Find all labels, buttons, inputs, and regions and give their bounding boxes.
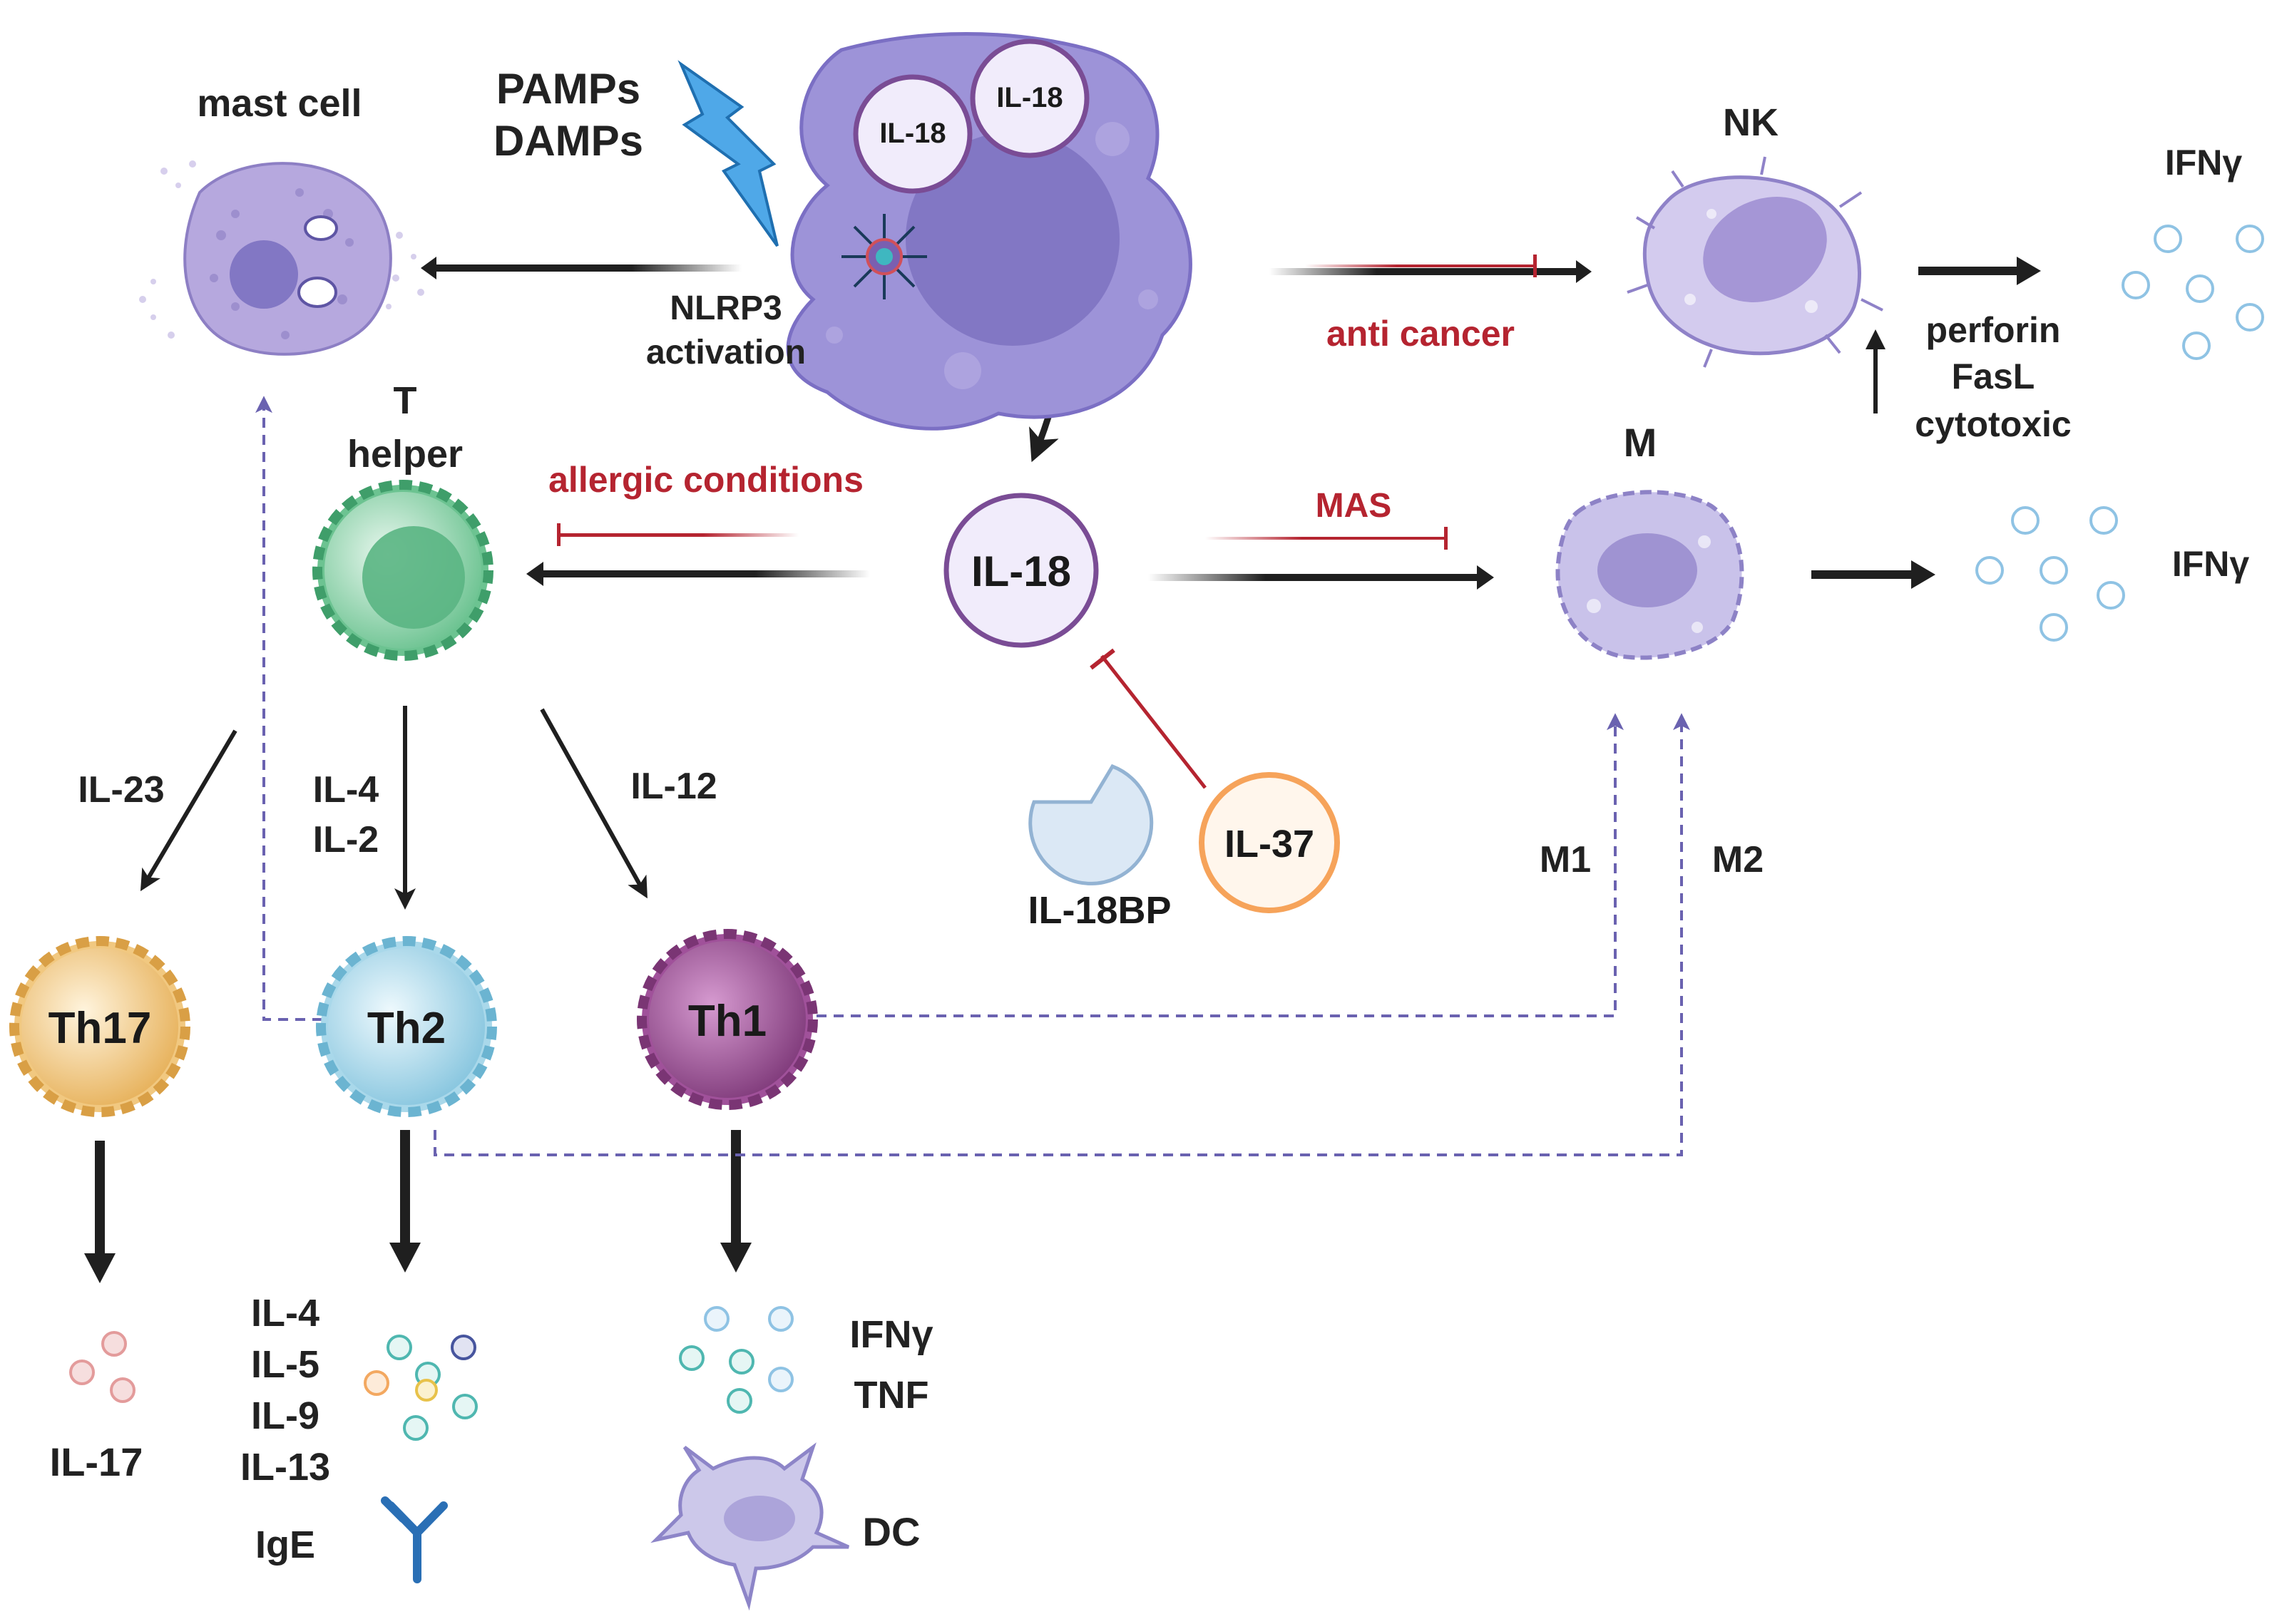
inhibit-il37-to-il18 — [1090, 648, 1207, 789]
ifng-m-label: IFNγ — [2172, 544, 2250, 584]
mast-cell — [139, 160, 424, 356]
dashed-th2-to-m2 — [434, 713, 1690, 1156]
t-helper-cell — [312, 480, 493, 661]
th17-label: Th17 — [48, 1004, 152, 1053]
arrow-th1-down — [720, 1130, 752, 1273]
arrow-th17-down — [84, 1141, 116, 1283]
il4-label: IL-4 — [313, 769, 379, 811]
th2-out-il4-label: IL-4 — [251, 1292, 319, 1335]
arrow-m-to-ifng — [1811, 560, 1935, 589]
il18bp-shape — [1028, 764, 1154, 885]
il18bp-label: IL-18BP — [1028, 889, 1171, 932]
nlrp3-label: NLRP3 — [670, 289, 782, 327]
ifng-dots-nk — [2122, 225, 2264, 360]
th1-cytokine-dots — [679, 1306, 794, 1414]
nlrp3-inflammasome — [841, 214, 927, 299]
dendritic-cell — [650, 1442, 850, 1611]
allergic-conditions-label: allergic conditions — [548, 460, 864, 500]
il37-circle — [1199, 772, 1340, 913]
arrow-nk-to-ifng — [1918, 257, 2041, 285]
il2-label: IL-2 — [313, 819, 379, 860]
th2-out-il5-label: IL-5 — [251, 1343, 319, 1386]
dc-label: DC — [863, 1509, 921, 1554]
dashed-th2-to-mast-cell — [255, 396, 322, 1021]
nk-label: NK — [1723, 101, 1779, 144]
anti-cancer-label: anti cancer — [1326, 314, 1515, 354]
fasl-label: FasL — [1952, 356, 2035, 396]
macrophage-cell — [1555, 490, 1744, 660]
inflammasome-cell: IL-18 IL-18 — [786, 32, 1192, 431]
il23-label: IL-23 — [78, 769, 164, 811]
arrow-to-nk — [1269, 260, 1592, 283]
inhibit-allergic-conditions — [557, 523, 799, 546]
arrow-th2-down — [389, 1130, 421, 1273]
arrow-to-th1 — [540, 708, 648, 899]
il18-center — [943, 493, 1099, 648]
arrow-to-th17 — [140, 729, 237, 892]
il17-label: IL-17 — [50, 1439, 143, 1484]
il18-vesicle-left — [853, 74, 973, 194]
inhibit-anti-cancer — [1305, 255, 1537, 277]
cytotoxic-label: cytotoxic — [1915, 404, 2072, 444]
il12-label: IL-12 — [630, 766, 717, 807]
t-label: T — [394, 379, 417, 422]
m2-label: M2 — [1712, 839, 1764, 880]
m1-label: M1 — [1540, 839, 1591, 880]
th2-label: Th2 — [367, 1004, 446, 1053]
m-label: M — [1624, 420, 1657, 465]
il18-center-label: IL-18 — [971, 548, 1071, 595]
mas-label: MAS — [1316, 487, 1392, 525]
arrow-up-to-nk — [1866, 329, 1885, 413]
ifng-nk-label: IFNγ — [2165, 143, 2243, 183]
th2-cell — [316, 936, 497, 1117]
il17-dots — [69, 1331, 135, 1403]
damps-label: DAMPs — [493, 117, 643, 165]
il18-vesicle-right-label: IL-18 — [996, 82, 1063, 113]
antibody-icon — [381, 1496, 448, 1583]
pamps-label: PAMPs — [496, 65, 640, 113]
perforin-label: perforin — [1926, 310, 2061, 350]
mast-cell-label: mast cell — [197, 82, 362, 125]
th2-out-il9-label: IL-9 — [251, 1394, 319, 1437]
lightning-bolt-icon — [677, 60, 779, 247]
helper-label: helper — [347, 433, 463, 476]
dashed-th1-to-m1 — [817, 713, 1624, 1017]
il18-vesicle-left-label: IL-18 — [879, 118, 946, 149]
il37-label: IL-37 — [1224, 823, 1314, 865]
inhibit-mas — [1205, 527, 1448, 550]
th1-out-ifng-label: IFNγ — [849, 1313, 933, 1356]
th17-cell — [9, 936, 190, 1117]
nlrp3-activation-label: activation — [646, 334, 806, 371]
th1-out-tnf-label: TNF — [854, 1374, 929, 1417]
ige-label: IgE — [255, 1523, 315, 1566]
ifng-dots-m — [1975, 506, 2125, 642]
arrow-to-t-helper — [526, 562, 870, 586]
th2-out-il13-label: IL-13 — [240, 1446, 330, 1489]
th1-cell — [637, 929, 818, 1110]
nk-cell — [1627, 156, 1883, 368]
arrow-to-mast-cell — [421, 257, 742, 279]
th1-label: Th1 — [688, 997, 767, 1046]
arrow-to-macrophage — [1148, 565, 1494, 590]
il18-vesicle-right — [970, 38, 1090, 158]
th2-cytokine-dots — [364, 1335, 478, 1441]
